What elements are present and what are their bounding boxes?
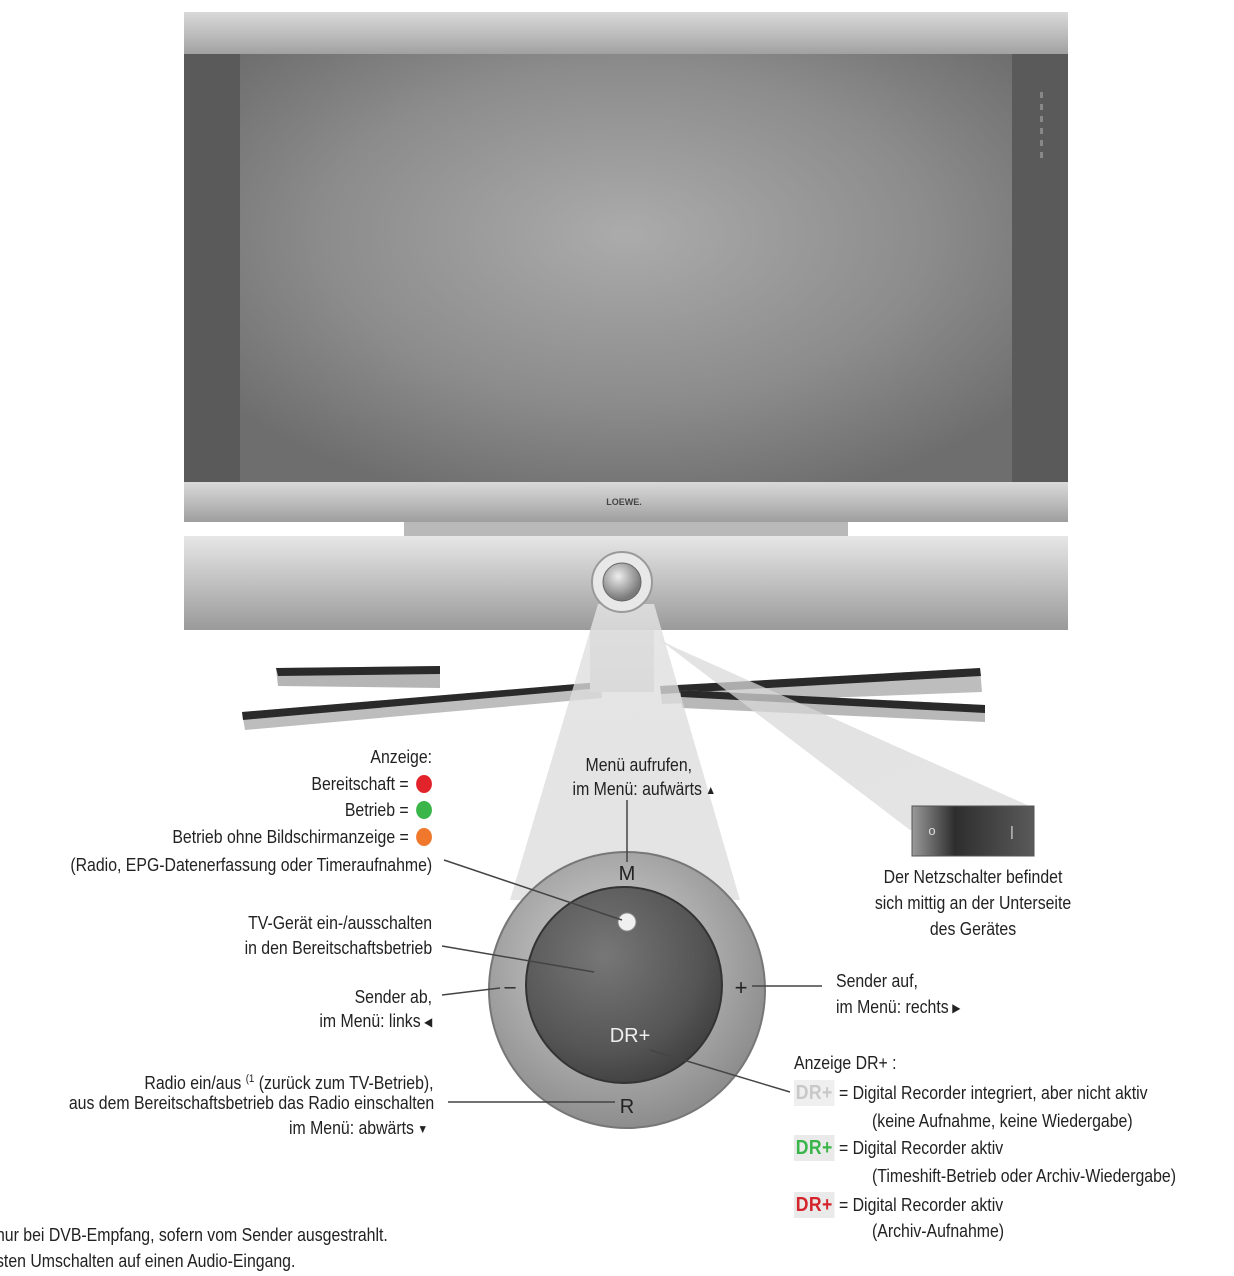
label-dr-heading: Anzeige DR+ : [794,1053,897,1073]
label-radio1-text: Radio ein/aus [144,1073,247,1093]
mains-switch: o | [911,805,1035,857]
label-radio2: aus dem Bereitschaftsbetrieb das Radio e… [68,1093,434,1113]
button-minus: – [504,976,516,998]
button-r: R [620,1096,634,1118]
label-betrieb-ohne: Betrieb ohne Bildschirmanzeige = [173,824,432,850]
label-sender-auf2-text: im Menü: rechts [836,997,949,1017]
status-led-green-icon [416,801,432,819]
label-menu-line1: Menü aufrufen, [585,755,692,775]
dr-row-recording-sub: (Archiv-Aufnahme) [872,1221,1005,1241]
label-sender-ab2-text: im Menü: links [319,1011,421,1031]
control-inner-disc [525,886,723,1084]
tv-neck [404,522,848,536]
arrow-right-icon: ▶ [952,1001,961,1015]
button-plus: + [735,975,748,1000]
label-netz1: Der Netzschalter befindet [883,867,1063,887]
dr-row-inactive-text: = Digital Recorder integriert, aber nich… [838,1083,1148,1103]
bar-control-knob [602,562,642,602]
svg-text:o: o [928,823,935,838]
status-led-red-icon [416,775,432,793]
leader-lines [441,800,822,1103]
label-radio1: Radio ein/aus (1 (zurück zum TV-Betrieb)… [145,1066,434,1096]
label-sender-auf2: im Menü: rechts▶ [836,994,960,1021]
label-tv-line2: in den Bereitschaftsbetrieb [244,938,432,958]
label-betrieb: Betrieb = [345,797,432,823]
label-netz3: des Gerätes [929,919,1017,939]
svg-text:|: | [1010,823,1014,839]
label-netz2: sich mittig an der Unterseite [874,893,1072,913]
tv-side-right [1012,54,1068,484]
label-sender-auf1: Sender auf, [836,971,918,991]
control-power-button [617,912,637,932]
dr-row-recording: DR+ = Digital Recorder aktiv [794,1192,1003,1218]
label-betrieb-ohne-text: Betrieb ohne Bildschirmanzeige = [172,827,410,847]
dr-badge-green: DR+ [794,1135,835,1161]
footnote-marker: (1 [246,1073,255,1085]
dr-row-active-sub: (Timeshift-Betrieb oder Archiv-Wiedergab… [872,1166,1177,1186]
tv-top-frame [184,12,1068,56]
footnote-line1: nur bei DVB-Empfang, sofern vom Sender a… [0,1225,388,1245]
button-m: M [619,863,636,885]
dr-row-active-text: = Digital Recorder aktiv [838,1138,1004,1158]
tv-bottom-frame [184,482,1068,522]
dr-row-active: DR+ = Digital Recorder aktiv [794,1135,1003,1161]
status-led-orange-icon [416,828,432,846]
label-menu-line2-text: im Menü: aufwärts [572,779,703,799]
speaker-slots [1040,92,1043,158]
label-sender-ab1: Sender ab, [354,987,432,1007]
footnote-line2: sten Umschalten auf einen Audio-Eingang. [0,1251,296,1271]
tv-screen [240,54,1012,484]
dr-row-inactive: DR+ = Digital Recorder integriert, aber … [794,1080,1148,1106]
dr-row-recording-text: = Digital Recorder aktiv [838,1195,1004,1215]
label-radio-epg: (Radio, EPG-Datenerfassung oder Timerauf… [70,855,432,875]
tv-side-left [184,54,240,484]
label-sender-ab2: im Menü: links◀ [319,1008,432,1035]
label-radio1-rest: (zurück zum TV-Betrieb), [254,1073,434,1093]
dr-badge-red: DR+ [794,1192,835,1218]
arrow-down-icon: ▼ [417,1122,428,1136]
label-menu-line2: im Menü: aufwärts▲ [573,776,716,803]
label-tv-line1: TV-Gerät ein-/ausschalten [247,913,432,933]
label-anzeige: Anzeige: [370,747,432,767]
brand-logo: LOEWE. [606,497,642,507]
label-bereitschaft: Bereitschaft = [312,771,432,797]
beam-to-control [510,604,740,900]
label-radio3-text: im Menü: abwärts [289,1118,415,1138]
beam-to-switch [660,640,1034,830]
arrow-left-icon: ◀ [423,1015,432,1029]
dr-badge-inactive: DR+ [794,1080,835,1106]
label-bereitschaft-text: Bereitschaft = [311,774,410,794]
label-betrieb-text: Betrieb = [345,800,410,820]
dr-row-inactive-sub: (keine Aufnahme, keine Wiedergabe) [872,1111,1133,1131]
label-radio3: im Menü: abwärts▼ [289,1115,428,1142]
dr-indicator: DR+ [610,1025,651,1047]
arrow-up-icon: ▲ [705,783,716,797]
